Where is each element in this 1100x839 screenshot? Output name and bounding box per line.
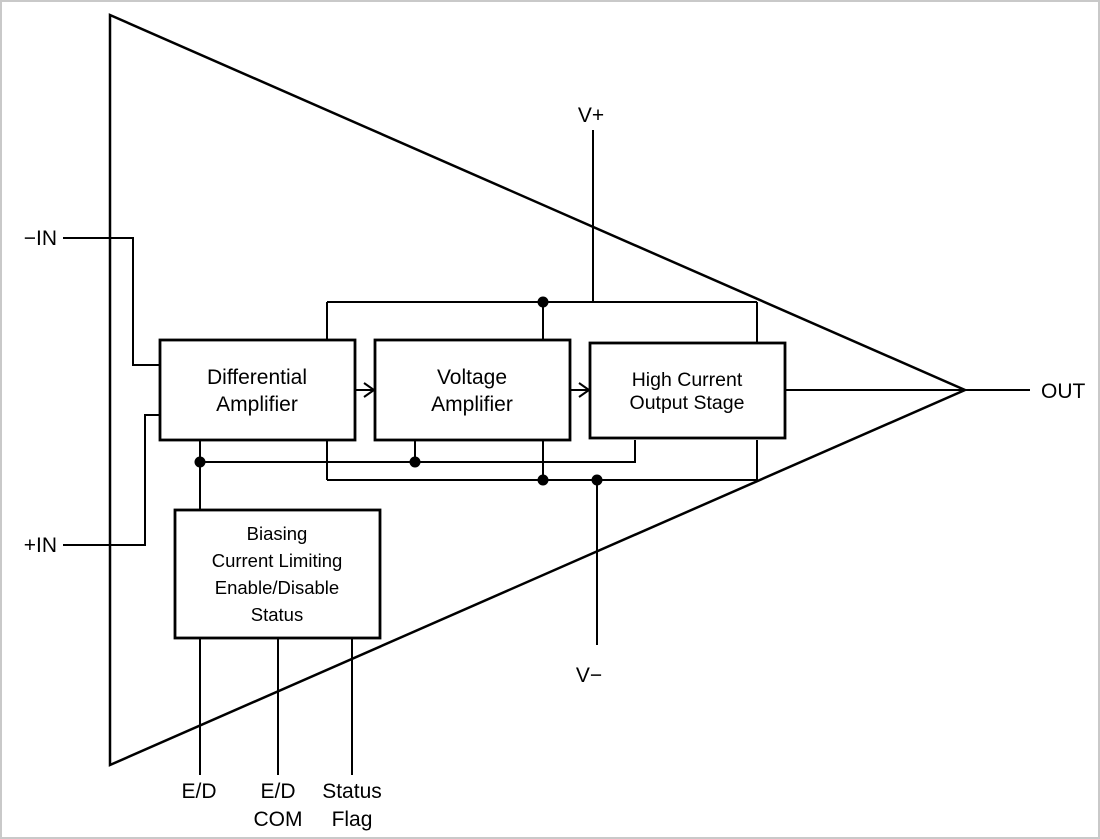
inverting-input-label: −IN [24, 227, 57, 250]
biasing-block [173, 508, 382, 640]
wires [63, 130, 1030, 775]
biasing-label-line4: Status [251, 604, 303, 625]
differential-amplifier-label-line2: Amplifier [216, 393, 298, 416]
status-flag-label-line2: Flag [332, 808, 373, 831]
junction-bias-diff [194, 456, 206, 468]
noninverting-input-label: +IN [24, 534, 57, 557]
positive-supply-label: V+ [578, 104, 604, 127]
enable-disable-label: E/D [181, 780, 216, 803]
enable-disable-com-label-line2: COM [254, 808, 303, 831]
output-stage-label-line2: Output Stage [630, 392, 745, 414]
wire-inverting-input [63, 237, 160, 366]
output-stage-label-line1: High Current [632, 369, 743, 391]
negative-supply-label: V− [576, 664, 602, 687]
junction-bottom-rail-vminus [591, 474, 603, 486]
enable-disable-com-label-line1: E/D [260, 780, 295, 803]
output-label: OUT [1041, 380, 1086, 403]
voltage-amplifier-label-line2: Amplifier [431, 393, 513, 416]
opamp-triangle [108, 13, 969, 767]
blocks: Differential Amplifier Voltage Amplifier… [158, 338, 787, 640]
voltage-amplifier-label-line1: Voltage [437, 366, 507, 389]
wire-bias-bus [200, 440, 636, 463]
differential-amplifier-label-line1: Differential [207, 366, 307, 389]
pin-labels: −IN +IN OUT V+ V− E/D E/D COM Status Fla… [24, 104, 1086, 831]
biasing-label-line2: Current Limiting [212, 550, 343, 571]
junction-top-rail [537, 296, 549, 308]
junction-bias-voltage [409, 456, 421, 468]
biasing-label-line1: Biasing [247, 523, 308, 544]
status-flag-label-line1: Status [322, 780, 382, 803]
wire-noninverting-input [63, 414, 160, 546]
junction-bottom-rail-voltage [537, 474, 549, 486]
high-current-output-stage-block [588, 341, 787, 440]
biasing-label-line3: Enable/Disable [215, 577, 339, 598]
junction-dots [194, 296, 603, 486]
voltage-amplifier-block [373, 338, 572, 442]
differential-amplifier-block [158, 338, 357, 442]
